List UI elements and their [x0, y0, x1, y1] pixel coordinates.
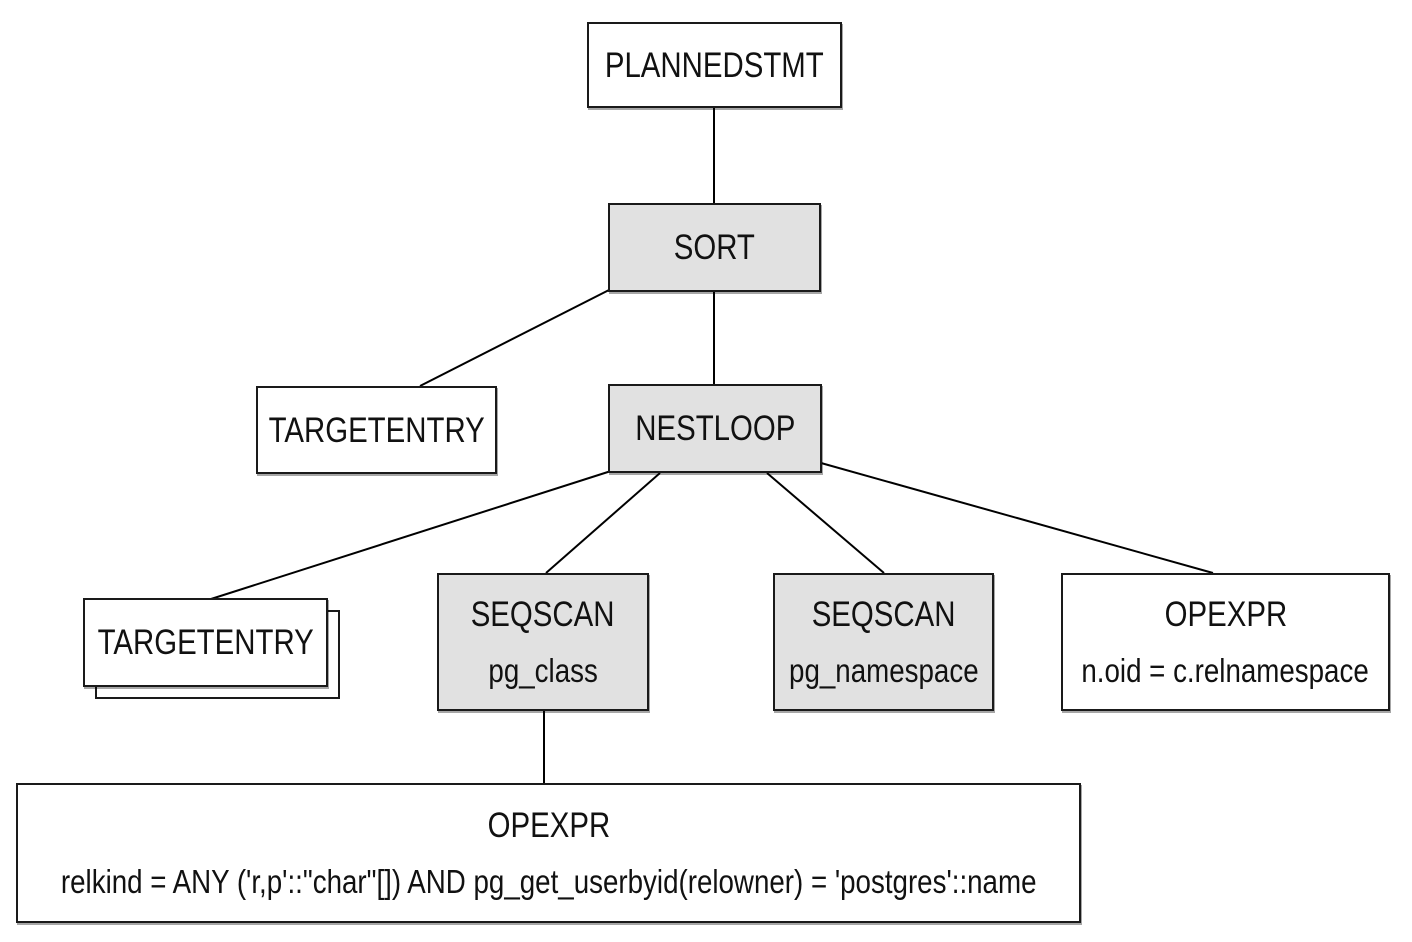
node-opexpr-join: OPEXPR n.oid = c.relnamespace [1061, 573, 1390, 711]
node-targetentry-nestloop: TARGETENTRY [83, 598, 328, 687]
node-plannedstmt-label: PLANNEDSTMT [605, 45, 824, 85]
node-sort: SORT [608, 203, 821, 292]
node-targetentry-nestloop-label: TARGETENTRY [97, 623, 314, 662]
node-seqscan-pg-namespace: SEQSCAN pg_namespace [773, 573, 994, 711]
node-opexpr-join-label: OPEXPR [1164, 595, 1287, 634]
node-nestloop-label: NESTLOOP [634, 409, 796, 448]
edge-sort-targetentry [419, 289, 610, 387]
node-targetentry-sort-label: TARGETENTRY [268, 410, 485, 450]
node-opexpr-qual-label: OPEXPR [487, 805, 610, 845]
node-plannedstmt: PLANNEDSTMT [587, 22, 842, 108]
node-targetentry-sort: TARGETENTRY [256, 386, 497, 474]
node-sort-label: SORT [673, 228, 756, 267]
node-opexpr-join-sublabel: n.oid = c.relnamespace [1081, 652, 1370, 689]
edge-nestloop-opexpr-join [820, 462, 1214, 574]
edge-nestloop-seqscan-class [545, 472, 661, 574]
node-seqscan-pg-class-sublabel: pg_class [488, 652, 598, 689]
edge-nestloop-seqscan-namespace [766, 472, 885, 574]
node-seqscan-pg-namespace-sublabel: pg_namespace [788, 652, 979, 689]
node-seqscan-pg-class-label: SEQSCAN [471, 595, 615, 634]
node-seqscan-pg-class: SEQSCAN pg_class [437, 573, 649, 711]
node-seqscan-pg-namespace-label: SEQSCAN [811, 595, 956, 634]
edge-nestloop-targetentry [210, 470, 612, 600]
node-opexpr-qual-sublabel: relkind = ANY ('r,p'::"char"[]) AND pg_g… [60, 863, 1037, 901]
node-nestloop: NESTLOOP [608, 384, 822, 473]
